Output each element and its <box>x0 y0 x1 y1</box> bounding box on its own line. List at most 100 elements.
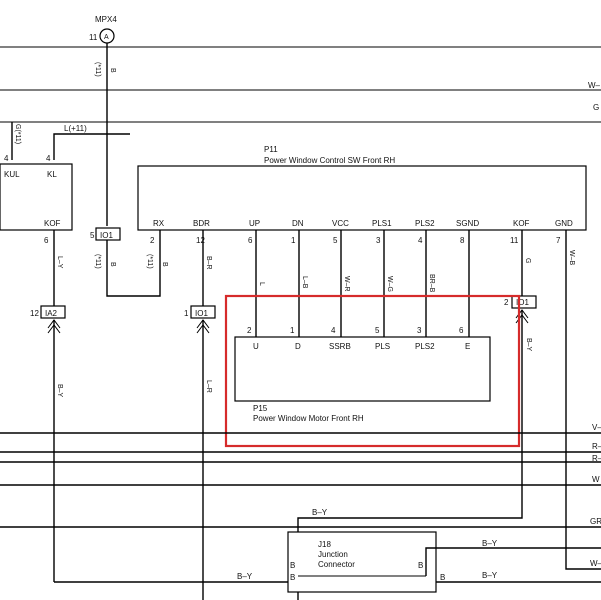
io1-left-pin: 5 <box>90 231 95 240</box>
vcc-color: W–R <box>343 276 350 292</box>
pls1-color: W–G <box>386 276 393 292</box>
mpx4-wire-note: (*11) <box>94 62 101 77</box>
ia2-by-color: B–Y <box>56 384 63 398</box>
p11-pls1-num: 3 <box>376 236 381 245</box>
p15-name: Power Window Motor Front RH <box>253 414 364 423</box>
p15-pin-u: U <box>253 342 259 351</box>
p11-vcc-num: 5 <box>333 236 338 245</box>
mpx4-label: MPX4 <box>95 15 117 24</box>
edge-g: G <box>593 103 599 112</box>
l11-note: L(+11) <box>64 124 87 133</box>
by-label-right-upper: B–Y <box>482 539 498 548</box>
j18-b4: B <box>440 573 445 582</box>
p15-pls2-num: 3 <box>417 326 422 335</box>
kul-label: KUL <box>4 170 20 179</box>
j18-id: J18 <box>318 540 331 549</box>
edge-w: W– <box>588 81 601 90</box>
io1-left-label: IO1 <box>100 231 113 240</box>
p11-pin-bdr: BDR <box>193 219 210 228</box>
p15-pls-num: 5 <box>375 326 380 335</box>
by-label-right-lower: B–Y <box>482 571 498 580</box>
io1-left-note-b: (*11) <box>146 254 153 269</box>
p11-pin-gnd: GND <box>555 219 573 228</box>
by-right-upper-wire <box>425 547 601 576</box>
kul-pin: 4 <box>4 154 9 163</box>
p15-pin-ssrb: SSRB <box>329 342 351 351</box>
edge-v: V– <box>592 423 601 432</box>
mpx4-wire-color: B <box>109 68 116 73</box>
kl-pin: 4 <box>46 154 51 163</box>
by-label-top: B–Y <box>312 508 328 517</box>
p11-pin-vcc: VCC <box>332 219 349 228</box>
ia2-pin: 12 <box>30 309 39 318</box>
io1-center-label: IO1 <box>195 309 208 318</box>
edge-r2: R– <box>592 454 601 463</box>
j18-name-1: Junction <box>318 550 348 559</box>
p11-box <box>137 165 587 231</box>
ia2-connector <box>40 305 66 319</box>
p11-pin-up: UP <box>249 219 260 228</box>
io1-left-loop <box>106 230 161 297</box>
p11-up-num: 6 <box>248 236 253 245</box>
left-kof-pin: 6 <box>44 236 49 245</box>
p15-u-num: 2 <box>247 326 252 335</box>
io1-left-connector <box>95 227 121 241</box>
p11-dn-num: 1 <box>291 236 296 245</box>
p11-pin-pls1: PLS1 <box>372 219 392 228</box>
p11-pin-kof: KOF <box>513 219 530 228</box>
io1-center-connector <box>190 305 216 319</box>
io1-left-color-a: B <box>109 262 116 267</box>
bdr-color: B–R <box>205 256 212 270</box>
p15-box <box>234 336 491 402</box>
p11-name: Power Window Control SW Front RH <box>264 156 395 165</box>
edge-w2: W <box>592 475 600 484</box>
up-color: L <box>258 282 265 286</box>
io1-left-color-b: B <box>161 262 168 267</box>
p15-pin-e: E <box>465 342 470 351</box>
edge-r1: R– <box>592 442 601 451</box>
pls2-color: BR–B <box>428 274 435 293</box>
io1-right-label: IO1 <box>516 298 529 307</box>
ia2-label: IA2 <box>45 309 58 318</box>
by-label-left: B–Y <box>237 572 253 581</box>
p11-pin-pls2: PLS2 <box>415 219 435 228</box>
io1-center-color-below: L–R <box>205 380 212 393</box>
g11-note: G(*11) <box>14 124 21 144</box>
l11-wire <box>53 133 130 160</box>
kof-right-color: G <box>524 258 531 263</box>
kl-label: KL <box>47 170 57 179</box>
io1-right-color: B–Y <box>525 338 532 352</box>
mpx4-pin: 11 <box>89 33 98 42</box>
gnd-wire <box>565 230 601 570</box>
j18-name-2: Connector <box>318 560 355 569</box>
mpx4-circle-letter: A <box>104 34 109 41</box>
ly-color: L–Y <box>56 256 63 269</box>
left-kof-label: KOF <box>44 219 61 228</box>
j18-b1: B <box>290 561 295 570</box>
p11-sgnd-num: 8 <box>460 236 465 245</box>
p15-ssrb-num: 4 <box>331 326 336 335</box>
p15-pin-pls: PLS <box>375 342 390 351</box>
io1-left-pin2: 2 <box>150 236 155 245</box>
gnd-color: W–B <box>568 250 575 266</box>
dn-color: L–B <box>301 276 308 289</box>
p11-pls2-num: 4 <box>418 236 423 245</box>
j18-box <box>287 531 437 593</box>
j18-b3: B <box>418 561 423 570</box>
p11-pin-dn: DN <box>292 219 304 228</box>
edge-w3: W– <box>590 559 601 568</box>
p11-pin-rx: RX <box>153 219 165 228</box>
p15-id: P15 <box>253 404 268 413</box>
p15-pin-d: D <box>295 342 301 351</box>
p15-d-num: 1 <box>290 326 295 335</box>
p11-pin-sgnd: SGND <box>456 219 479 228</box>
p15-e-num: 6 <box>459 326 464 335</box>
j18-b2: B <box>290 573 295 582</box>
io1-right-pin: 2 <box>504 298 509 307</box>
edge-gr: GR <box>590 517 601 526</box>
p11-bdr-num: 12 <box>196 236 205 245</box>
io1-left-note-a: (*11) <box>94 254 101 269</box>
p11-id: P11 <box>264 145 278 154</box>
